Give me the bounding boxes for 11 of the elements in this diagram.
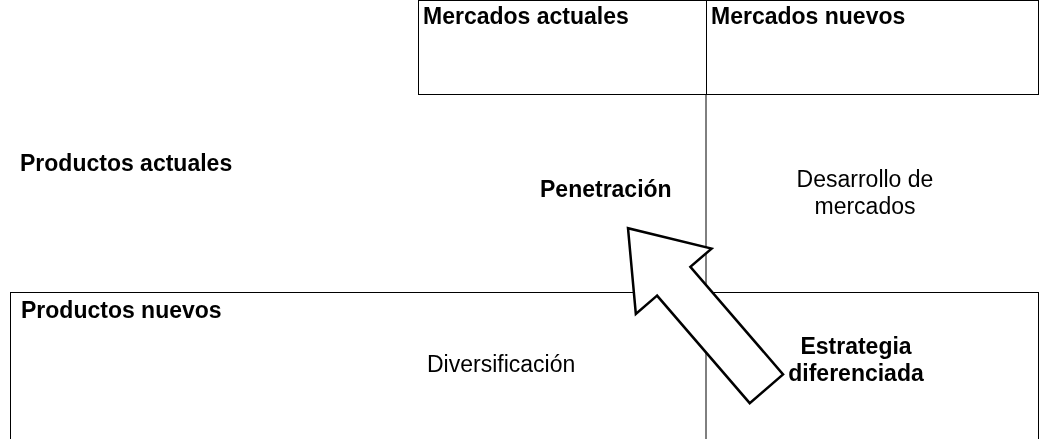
header-text: Productos nuevos (21, 297, 223, 324)
strategy-label: Desarrollo de mercados (795, 166, 935, 220)
strategy-label: Estrategia diferenciada (787, 333, 925, 387)
header-text: Mercados actuales (423, 3, 630, 30)
column-header (418, 0, 707, 95)
header-text: Mercados nuevos (711, 3, 907, 30)
strategy-label: Penetración (540, 176, 673, 203)
block-arrow (626, 226, 785, 405)
row-header: Productos actuales (20, 150, 234, 177)
strategy-label: Diversificación (427, 351, 577, 378)
column-header (706, 0, 1039, 95)
